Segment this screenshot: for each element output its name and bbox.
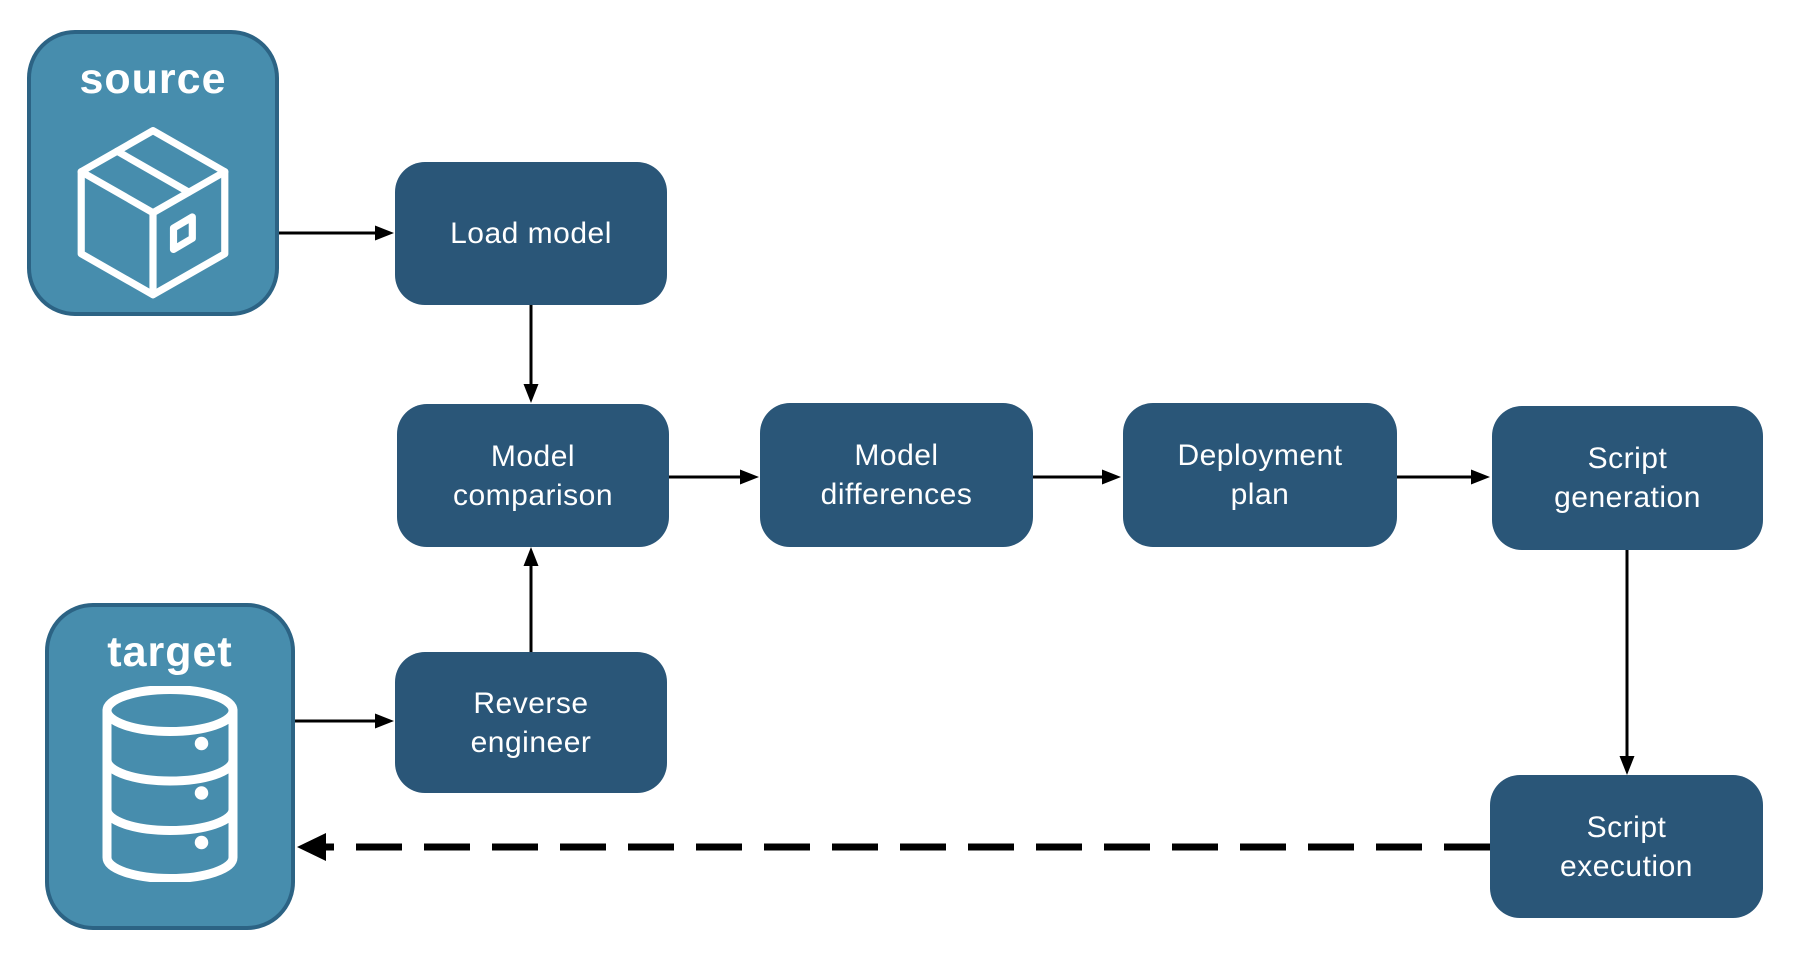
flow-deployment-plan-to-script-generation	[1397, 469, 1490, 485]
flow-script-generation-to-script-execution	[1619, 550, 1635, 775]
flow-script-execution-to-target	[297, 833, 1490, 861]
flow-reverse-engineer-to-model-comparison	[523, 547, 539, 652]
flow-source-to-load-model	[279, 225, 394, 241]
flow-target-to-reverse-engineer	[295, 713, 394, 729]
node-load-model: Load model	[395, 162, 667, 305]
flow-model-differences-to-deployment-plan	[1033, 469, 1121, 485]
node-source-label: source	[79, 55, 227, 103]
node-target: target	[45, 603, 295, 930]
node-target-label: target	[107, 628, 233, 676]
node-source: source	[27, 30, 279, 316]
package-icon	[77, 127, 229, 299]
node-load-model-label: Load model	[450, 217, 612, 250]
flow-load-model-to-model-comparison	[523, 305, 539, 403]
database-icon	[102, 686, 238, 883]
flow-model-comparison-to-model-differences	[669, 469, 759, 485]
